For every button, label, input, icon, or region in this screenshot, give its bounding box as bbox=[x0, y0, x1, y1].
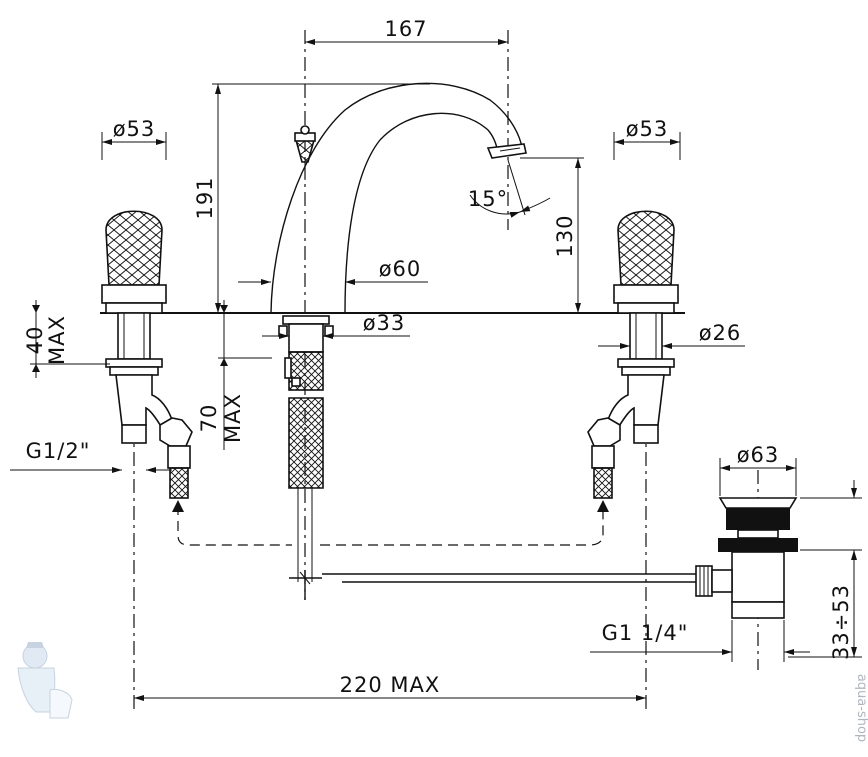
dim-dia63-label: ø63 bbox=[737, 443, 780, 467]
dim-dia53-left-label: ø53 bbox=[113, 117, 156, 141]
dim-g114-label: G1 1/4" bbox=[602, 621, 689, 645]
dim-70-label: 70 bbox=[197, 404, 221, 433]
dim-40-label: 40 bbox=[23, 326, 47, 355]
dim-40max: 40 MAX bbox=[23, 300, 110, 378]
dim-33-53: 33÷53 bbox=[788, 480, 862, 660]
dim-angle: 15° bbox=[468, 159, 551, 218]
left-valve bbox=[101, 210, 193, 499]
dim-g114: G1 1/4" bbox=[590, 620, 810, 662]
dim-dia53-left: ø53 bbox=[101, 117, 167, 160]
drain-rod bbox=[289, 570, 696, 600]
dim-40-max-label: MAX bbox=[45, 315, 69, 365]
dim-dia33-label: ø33 bbox=[363, 311, 406, 335]
watermark-mascot bbox=[17, 642, 73, 719]
watermark-text: aqua-shop bbox=[854, 674, 868, 742]
dim-dia26: ø26 bbox=[598, 321, 745, 349]
dim-70-max-label: MAX bbox=[221, 393, 245, 443]
dim-130-label: 130 bbox=[553, 214, 577, 257]
dim-angle-label: 15° bbox=[468, 187, 508, 211]
dim-130: 130 bbox=[520, 157, 584, 313]
dim-dia33: ø33 bbox=[262, 311, 410, 339]
dim-167-label: 167 bbox=[384, 17, 427, 41]
dim-70max: 70 MAX bbox=[197, 300, 272, 450]
spout-shank bbox=[278, 315, 334, 582]
dim-167: 167 bbox=[305, 17, 508, 45]
dim-dia63: ø63 bbox=[719, 443, 797, 496]
dim-220max: 220 MAX bbox=[134, 673, 646, 701]
dim-220-label: 220 MAX bbox=[340, 673, 441, 697]
popup-drain bbox=[695, 497, 798, 619]
dim-dia26-label: ø26 bbox=[699, 321, 742, 345]
hoses bbox=[172, 500, 609, 546]
dim-dia53-right: ø53 bbox=[613, 117, 681, 160]
spout bbox=[270, 82, 527, 314]
dim-dia60: ø60 bbox=[238, 257, 428, 285]
dim-g12: G1/2" bbox=[10, 439, 172, 473]
dim-33-53-label: 33÷53 bbox=[829, 584, 853, 660]
dim-dia53-right-label: ø53 bbox=[626, 117, 669, 141]
dim-dia60-label: ø60 bbox=[379, 257, 422, 281]
dim-g12-label: G1/2" bbox=[26, 439, 91, 463]
right-valve bbox=[587, 210, 679, 499]
dim-191-label: 191 bbox=[193, 176, 217, 219]
dim-191: 191 bbox=[193, 83, 430, 313]
